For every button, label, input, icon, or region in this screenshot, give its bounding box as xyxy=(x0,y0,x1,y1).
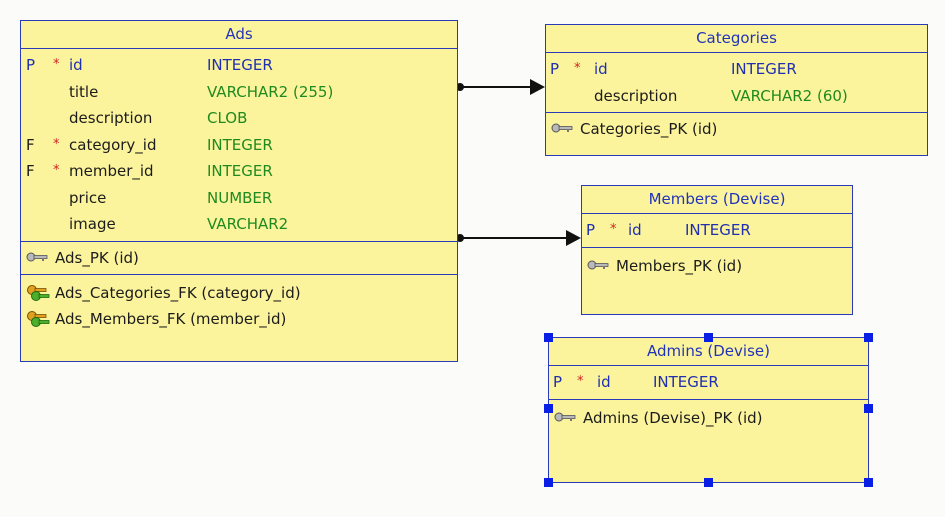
required-mark: * xyxy=(577,374,584,389)
column-name: id xyxy=(594,60,608,78)
column-row[interactable]: P * id INTEGER xyxy=(21,52,457,79)
column-row[interactable]: image VARCHAR2 xyxy=(21,211,457,238)
required-mark: * xyxy=(610,222,617,237)
column-row[interactable]: P * id INTEGER xyxy=(549,369,868,396)
column-row[interactable]: F * member_id INTEGER xyxy=(21,158,457,185)
key-flag: P xyxy=(26,56,36,74)
primary-key-label: Members_PK (id) xyxy=(616,256,743,275)
resize-handle-top-right[interactable] xyxy=(864,333,873,342)
foreign-key-icon xyxy=(27,284,50,301)
resize-handle-bottom-left[interactable] xyxy=(544,478,553,487)
relationship-ads-categories[interactable] xyxy=(456,79,545,95)
primary-key-row[interactable]: Admins (Devise)_PK (id) xyxy=(549,405,868,431)
key-icon xyxy=(554,412,576,421)
table-title: Categories xyxy=(546,25,927,53)
foreign-key-section: Ads_Categories_FK (category_id) Ads_Memb… xyxy=(21,275,457,337)
column-row[interactable]: description CLOB xyxy=(21,105,457,132)
primary-key-label: Ads_PK (id) xyxy=(55,248,139,267)
primary-key-row[interactable]: Categories_PK (id) xyxy=(546,116,927,142)
column-list: P * id INTEGER title VARCHAR2 (255) desc… xyxy=(21,49,457,242)
primary-key-section: Members_PK (id) xyxy=(582,248,852,284)
key-flag: F xyxy=(26,162,35,180)
table-title: Ads xyxy=(21,21,457,49)
resize-handle-top-left[interactable] xyxy=(544,333,553,342)
column-type: INTEGER xyxy=(731,60,797,78)
column-name: price xyxy=(69,188,107,207)
column-row[interactable]: P * id INTEGER xyxy=(546,56,927,83)
column-type: INTEGER xyxy=(207,56,273,74)
relationship-ads-members[interactable] xyxy=(456,230,581,246)
key-flag: P xyxy=(550,60,560,78)
column-name: category_id xyxy=(69,135,157,154)
table-ads[interactable]: Ads P * id INTEGER title VARCHAR2 (255) … xyxy=(20,20,458,362)
table-title: Admins (Devise) xyxy=(549,338,868,366)
table-title: Members (Devise) xyxy=(582,186,852,214)
primary-key-label: Categories_PK (id) xyxy=(580,120,718,138)
required-mark: * xyxy=(574,61,581,76)
primary-key-section: Admins (Devise)_PK (id) xyxy=(549,400,868,436)
column-name: description xyxy=(594,86,678,105)
foreign-key-label: Ads_Members_FK (member_id) xyxy=(55,309,287,328)
primary-key-row[interactable]: Members_PK (id) xyxy=(582,253,852,279)
column-type: INTEGER xyxy=(207,162,273,180)
column-type: CLOB xyxy=(207,109,248,127)
column-list: P * id INTEGER xyxy=(582,214,852,248)
table-admins[interactable]: Admins (Devise) P * id INTEGER Admins (D… xyxy=(548,337,869,483)
key-icon xyxy=(26,252,48,261)
column-name: id xyxy=(69,56,83,74)
key-flag: P xyxy=(586,221,596,239)
resize-handle-middle-right[interactable] xyxy=(864,404,873,413)
resize-handle-top-center[interactable] xyxy=(704,333,713,342)
arrowhead-icon xyxy=(566,230,581,246)
resize-handle-bottom-right[interactable] xyxy=(864,478,873,487)
primary-key-row[interactable]: Ads_PK (id) xyxy=(21,245,457,271)
column-type: INTEGER xyxy=(207,135,273,154)
arrowhead-icon xyxy=(530,79,545,95)
column-type: INTEGER xyxy=(653,373,719,391)
column-list: P * id INTEGER description VARCHAR2 (60) xyxy=(546,53,927,113)
table-members[interactable]: Members (Devise) P * id INTEGER Members_… xyxy=(581,185,853,315)
column-type: NUMBER xyxy=(207,188,273,207)
foreign-key-row[interactable]: Ads_Members_FK (member_id) xyxy=(21,306,457,332)
table-categories[interactable]: Categories P * id INTEGER description VA… xyxy=(545,24,928,156)
primary-key-label: Admins (Devise)_PK (id) xyxy=(583,408,763,427)
column-name: member_id xyxy=(69,162,154,180)
key-icon xyxy=(587,260,609,269)
column-name: id xyxy=(628,221,642,239)
column-row[interactable]: description VARCHAR2 (60) xyxy=(546,83,927,110)
required-mark: * xyxy=(53,57,60,72)
column-type: INTEGER xyxy=(685,221,751,239)
primary-key-section: Ads_PK (id) xyxy=(21,242,457,275)
column-name: image xyxy=(69,215,116,233)
foreign-key-label: Ads_Categories_FK (category_id) xyxy=(55,283,301,302)
column-row[interactable]: price NUMBER xyxy=(21,185,457,212)
key-flag: P xyxy=(553,373,563,391)
primary-key-section: Categories_PK (id) xyxy=(546,113,927,145)
column-row[interactable]: title VARCHAR2 (255) xyxy=(21,79,457,106)
foreign-key-icon xyxy=(27,310,50,327)
column-type: VARCHAR2 (60) xyxy=(731,86,848,105)
foreign-key-row[interactable]: Ads_Categories_FK (category_id) xyxy=(21,280,457,306)
required-mark: * xyxy=(53,163,60,178)
column-name: description xyxy=(69,109,153,127)
resize-handle-bottom-center[interactable] xyxy=(704,478,713,487)
required-mark: * xyxy=(53,136,60,152)
relationship-origin-dot xyxy=(456,83,464,91)
column-type: VARCHAR2 (255) xyxy=(207,82,334,101)
column-list: P * id INTEGER xyxy=(549,366,868,400)
column-row[interactable]: P * id INTEGER xyxy=(582,217,852,244)
column-type: VARCHAR2 xyxy=(207,215,289,233)
resize-handle-middle-left[interactable] xyxy=(544,404,553,413)
column-name: title xyxy=(69,82,99,101)
column-row[interactable]: F * category_id INTEGER xyxy=(21,132,457,159)
relationship-origin-dot xyxy=(456,234,464,242)
column-name: id xyxy=(597,373,611,391)
key-flag: F xyxy=(26,135,35,154)
key-icon xyxy=(551,123,573,133)
